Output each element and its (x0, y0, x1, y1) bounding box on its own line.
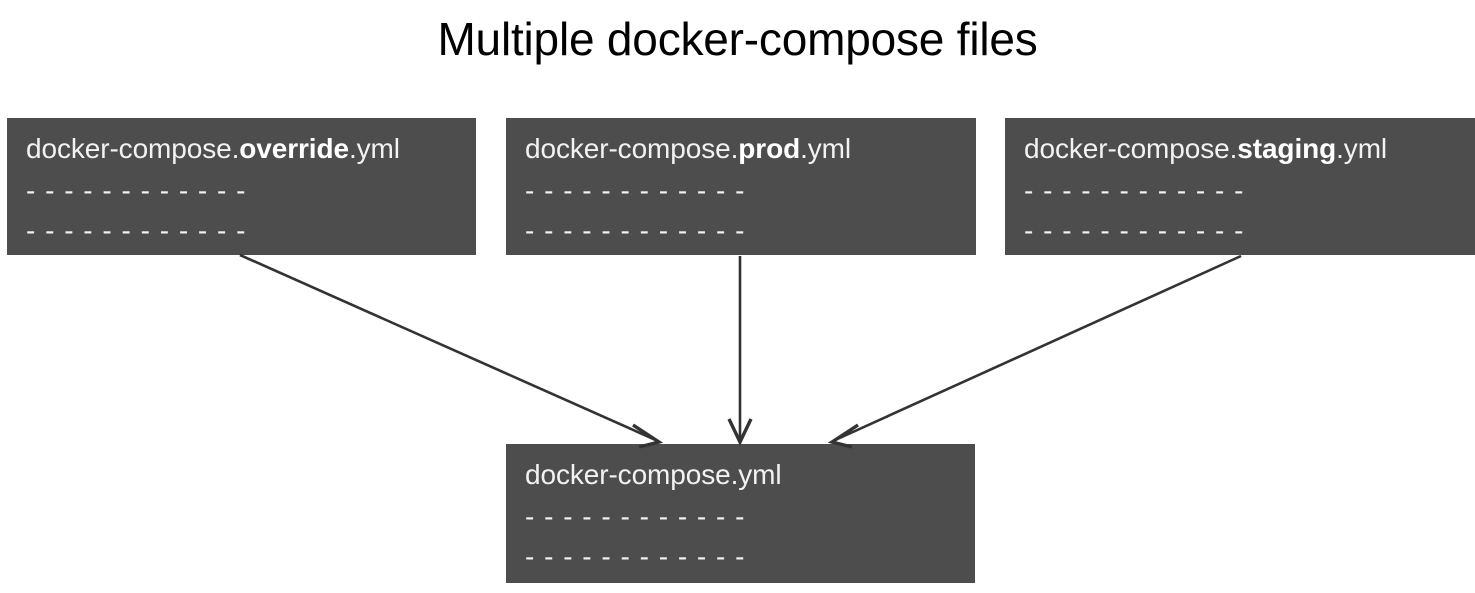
content-dash-line: - - - - - - - - - - - - (525, 541, 746, 572)
file-name-staging: docker-compose.staging.yml (1024, 132, 1475, 166)
file-name-emphasis: staging (1237, 133, 1337, 164)
file-name-suffix: .yml (348, 133, 400, 164)
arrow-override-to-base (239, 253, 664, 449)
file-name-prefix: docker-compose. (26, 133, 240, 164)
arrow-prod-to-base (727, 256, 753, 446)
content-dash-line: - - - - - - - - - - - - (525, 175, 746, 206)
file-name-emphasis: override (239, 133, 349, 164)
file-box-prod[interactable]: docker-compose.prod.yml - - - - - - - - … (506, 118, 976, 255)
content-dash-line: - - - - - - - - - - - - (26, 175, 247, 206)
file-name-prefix: docker-compose. (525, 133, 739, 164)
arrow-staging-to-base (827, 254, 1242, 449)
file-name-prefix: docker-compose.yml (525, 459, 782, 490)
content-dash-line: - - - - - - - - - - - - (26, 215, 247, 246)
content-dash-line: - - - - - - - - - - - - (525, 501, 746, 532)
content-dash-line: - - - - - - - - - - - - (1024, 175, 1245, 206)
file-name-base: docker-compose.yml (525, 458, 975, 492)
page-title: Multiple docker-compose files (437, 13, 1038, 65)
file-box-override[interactable]: docker-compose.override.yml - - - - - - … (7, 118, 476, 255)
content-dash-line: - - - - - - - - - - - - (525, 215, 746, 246)
file-box-base[interactable]: docker-compose.yml - - - - - - - - - - -… (506, 444, 975, 583)
file-name-emphasis: prod (738, 133, 801, 164)
file-name-prefix: docker-compose. (1024, 133, 1238, 164)
content-dash-line: - - - - - - - - - - - - (1024, 215, 1245, 246)
file-name-override: docker-compose.override.yml (26, 132, 476, 166)
file-name-suffix: .yml (1336, 133, 1388, 164)
file-box-staging[interactable]: docker-compose.staging.yml - - - - - - -… (1005, 118, 1475, 255)
file-name-prod: docker-compose.prod.yml (525, 132, 976, 166)
file-name-suffix: .yml (800, 133, 852, 164)
